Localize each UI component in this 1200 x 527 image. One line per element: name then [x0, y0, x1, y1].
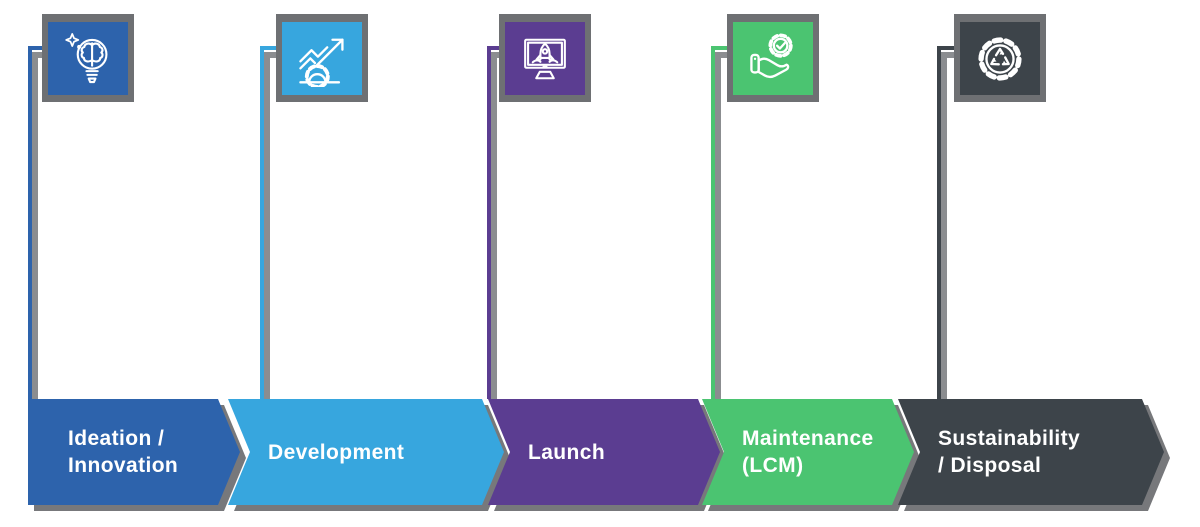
banner-label-line: Development: [268, 440, 405, 464]
banner-ideation-label: Ideation / Innovation: [28, 399, 240, 505]
banner-label-line: Maintenance: [742, 427, 874, 450]
banner-label-line: (LCM): [742, 454, 804, 477]
icon-tile-maintenance-inner: [733, 22, 813, 95]
icon-tile-ideation-inner: [48, 22, 128, 95]
icon-tile-sustainability: [954, 14, 1046, 102]
banner-maintenance: Maintenance (LCM): [702, 399, 914, 505]
icon-tile-sustainability-inner: [960, 22, 1040, 95]
connector-line-development: [260, 46, 290, 399]
rocket-monitor-icon: [524, 38, 566, 79]
icon-tile-ideation: [42, 14, 134, 102]
connector-line-sustainability: [937, 46, 967, 399]
banner-development: Development: [228, 399, 504, 505]
banner-label-line: Innovation: [68, 454, 179, 477]
growth-arrow-gear-icon: [299, 38, 344, 87]
banner-label-line: / Disposal: [938, 454, 1042, 477]
gear-recycle-icon: [978, 36, 1022, 81]
banner-label-line: Sustainability: [938, 427, 1081, 450]
banner-development-label: Development: [228, 399, 504, 505]
icon-tile-development-inner: [282, 22, 362, 95]
idea-brain-bulb-icon: [65, 32, 108, 83]
banner-ideation: Ideation / Innovation: [28, 399, 240, 505]
icon-tile-launch: [499, 14, 591, 102]
connector-line-maintenance: [711, 46, 741, 399]
banner-sustainability: Sustainability / Disposal: [898, 399, 1164, 505]
banner-launch: Launch: [488, 399, 720, 505]
hand-gear-check-icon: [750, 32, 793, 78]
banner-label-line: Ideation /: [68, 427, 165, 450]
icon-tile-development: [276, 14, 368, 102]
icon-tile-maintenance: [727, 14, 819, 102]
banner-label-line: Launch: [528, 440, 606, 464]
icon-tile-launch-inner: [505, 22, 585, 95]
banner-maintenance-label: Maintenance (LCM): [702, 399, 914, 505]
banner-sustainability-label: Sustainability / Disposal: [898, 399, 1164, 505]
banner-launch-label: Launch: [488, 399, 720, 505]
